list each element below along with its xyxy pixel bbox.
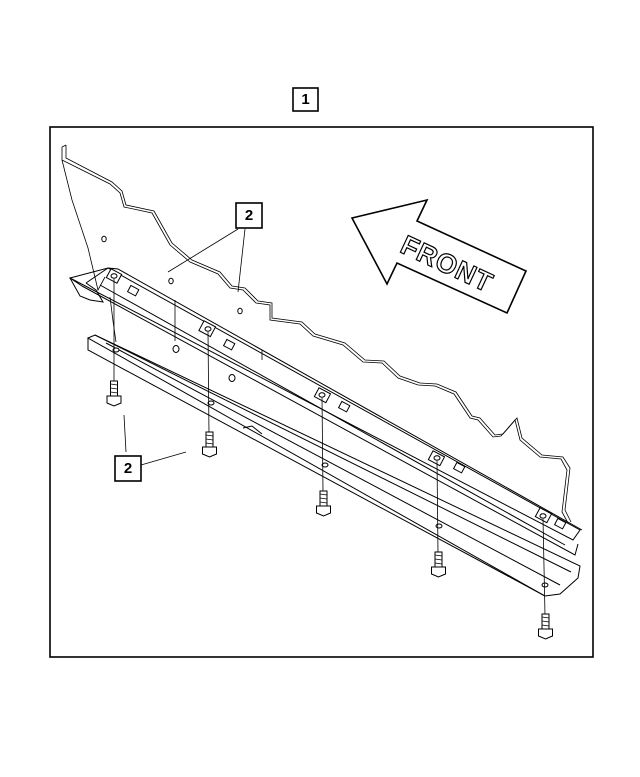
- assembly-frame: [49, 126, 594, 658]
- callout-part-upper: 2: [167, 202, 263, 293]
- assembly-lines: [113, 279, 546, 616]
- bolt-1: [106, 380, 122, 407]
- clip-4: [427, 450, 466, 474]
- callout-assembly-label: 1: [301, 91, 309, 108]
- upper-bracket-rail: [68, 267, 583, 556]
- bolt-2: [202, 431, 217, 458]
- clip-2: [198, 320, 236, 351]
- bolts: [106, 380, 553, 640]
- bolt-5: [538, 613, 553, 640]
- front-direction-arrow: FRONT: [350, 198, 528, 315]
- bolt-3: [316, 490, 331, 517]
- clip-1: [105, 268, 140, 297]
- callout-assembly: 1: [292, 87, 319, 112]
- clip-5: [534, 507, 567, 530]
- bolt-4: [431, 551, 446, 578]
- callout-part-upper-label: 2: [245, 207, 253, 224]
- lower-rail: [86, 296, 581, 597]
- lower-rail-holes: [112, 345, 549, 588]
- callout-part-lower-label: 2: [124, 460, 132, 477]
- clip-3: [313, 387, 351, 413]
- callout-part-lower: 2: [114, 414, 187, 482]
- rail-clips: [105, 268, 567, 530]
- splash-shield-panel: [61, 144, 572, 524]
